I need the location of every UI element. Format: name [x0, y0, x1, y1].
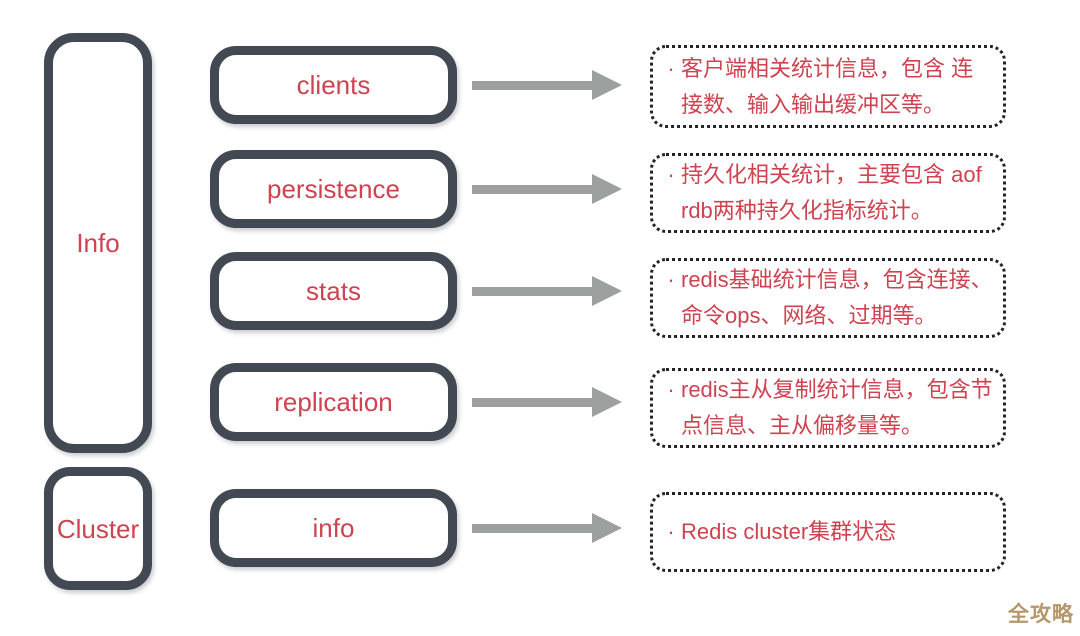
bullet-icon: · — [667, 519, 675, 544]
section-label-replication: replication — [274, 387, 393, 417]
group-box-info: Info — [44, 33, 152, 453]
arrow-shaft — [472, 184, 593, 194]
section-button-clients: clients — [210, 46, 457, 124]
section-button-replication: replication — [210, 363, 457, 441]
desc-text-stats: redis基础统计信息，包含连接、 命令ops、网络、过期等。 — [681, 262, 993, 334]
arrow-right-icon — [472, 513, 622, 543]
arrow-head — [592, 70, 622, 100]
desc-text-persistence: 持久化相关统计，主要包含 aof rdb两种持久化指标统计。 — [681, 157, 982, 229]
arrow-right-icon — [472, 70, 622, 100]
arrow-shaft — [472, 80, 593, 90]
arrow-right-icon — [472, 276, 622, 306]
group-label-info: Info — [76, 228, 120, 258]
section-label-info: info — [312, 513, 355, 543]
arrow-right-icon — [472, 174, 622, 204]
section-label-stats: stats — [306, 276, 361, 306]
section-button-info: info — [210, 489, 457, 567]
desc-text-clients: 客户端相关统计信息，包含 连 接数、输入输出缓冲区等。 — [681, 51, 973, 123]
arrow-shaft — [472, 397, 593, 407]
desc-box-cluster-info: · Redis cluster集群状态 — [650, 492, 1006, 572]
desc-line: Redis cluster集群状态 — [681, 519, 897, 544]
arrow-head — [592, 276, 622, 306]
arrow-head — [592, 174, 622, 204]
section-label-clients: clients — [296, 70, 371, 100]
desc-line: redis基础统计信息，包含连接、 — [681, 267, 993, 292]
group-label-cluster: Cluster — [56, 513, 140, 544]
desc-text-replication: redis主从复制统计信息，包含节 点信息、主从偏移量等。 — [681, 372, 993, 444]
desc-box-persistence: · 持久化相关统计，主要包含 aof rdb两种持久化指标统计。 — [650, 153, 1006, 233]
section-button-persistence: persistence — [210, 150, 457, 228]
desc-line: 命令ops、网络、过期等。 — [681, 303, 937, 328]
watermark-text: 全攻略 — [1008, 603, 1074, 626]
arrow-shaft — [472, 286, 593, 296]
bullet-icon: · — [667, 267, 675, 292]
desc-line: 持久化相关统计，主要包含 aof — [681, 162, 982, 187]
section-button-stats: stats — [210, 252, 457, 330]
desc-line: 点信息、主从偏移量等。 — [681, 413, 924, 438]
group-box-cluster: Cluster — [44, 467, 152, 590]
desc-line: redis主从复制统计信息，包含节 — [681, 377, 993, 402]
desc-box-stats: · redis基础统计信息，包含连接、 命令ops、网络、过期等。 — [650, 258, 1006, 338]
arrow-shaft — [472, 523, 593, 533]
arrow-right-icon — [472, 387, 622, 417]
desc-box-replication: · redis主从复制统计信息，包含节 点信息、主从偏移量等。 — [650, 368, 1006, 448]
bullet-icon: · — [667, 55, 675, 81]
arrow-head — [592, 387, 622, 417]
arrow-head — [592, 513, 622, 543]
desc-line: 接数、输入输出缓冲区等。 — [681, 91, 946, 117]
desc-box-clients: · 客户端相关统计信息，包含 连 接数、输入输出缓冲区等。 — [650, 45, 1006, 128]
bullet-icon: · — [667, 377, 675, 402]
desc-line: 客户端相关统计信息，包含 连 — [681, 55, 974, 81]
desc-text-cluster-info: Redis cluster集群状态 — [681, 514, 896, 550]
bullet-icon: · — [667, 162, 675, 187]
section-label-persistence: persistence — [267, 174, 400, 204]
desc-line: rdb两种持久化指标统计。 — [681, 198, 933, 223]
